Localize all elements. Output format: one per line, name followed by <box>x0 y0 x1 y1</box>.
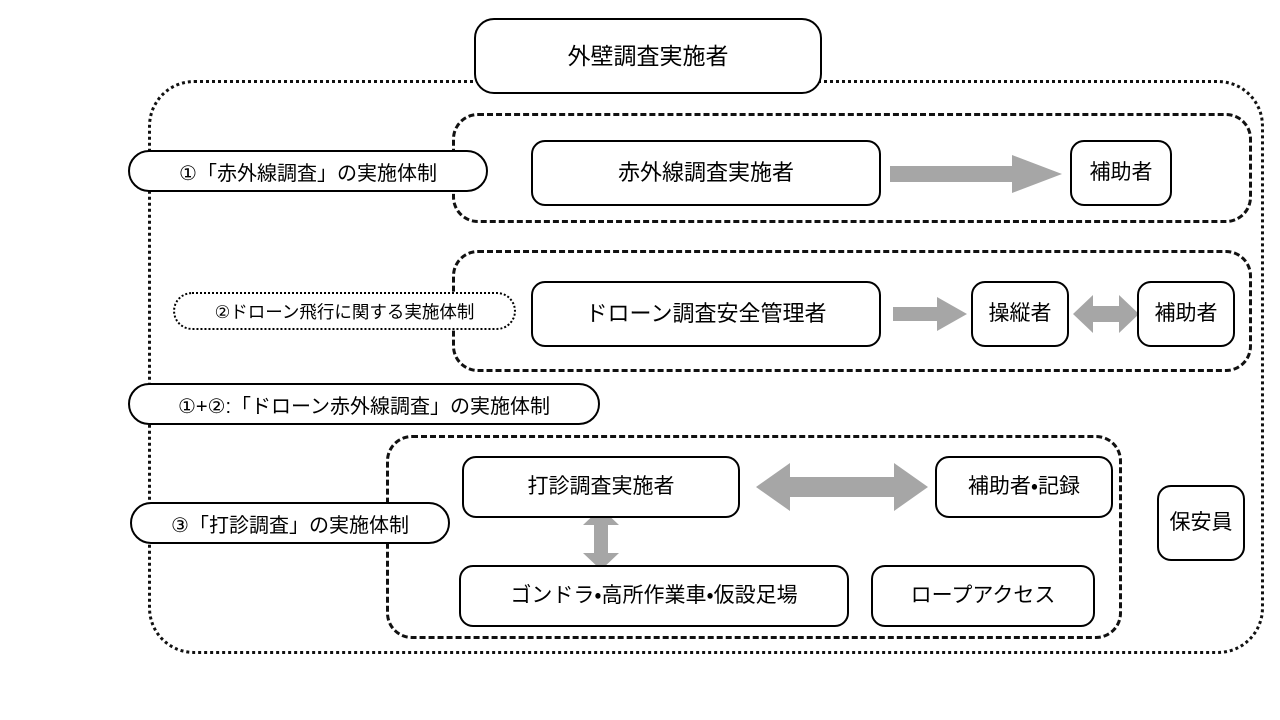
section-3-pill-text: ③「打診調査」の実施体制 <box>171 514 409 537</box>
arrow-manager-to-pilot-icon <box>893 297 967 331</box>
node-security-guard: 保安員 <box>1157 485 1245 561</box>
section-1-pill-label: ①「赤外線調査」の実施体制 <box>128 150 488 192</box>
title-box-outer-wall-inspector: 外壁調査実施者 <box>474 18 822 94</box>
node-infrared-inspector-label: 赤外線調査実施者 <box>617 160 794 186</box>
section-1-pill-text: ①「赤外線調査」の実施体制 <box>179 162 437 185</box>
title-box-label: 外壁調査実施者 <box>567 42 729 69</box>
node-pilot-label: 操縦者 <box>988 301 1052 325</box>
node-assistant-section1-label: 補助者 <box>1089 160 1153 184</box>
node-assistant-section2: 補助者 <box>1137 281 1235 347</box>
node-drone-safety-manager: ドローン調査安全管理者 <box>531 281 881 347</box>
node-percussion-inspector-label: 打診調査実施者 <box>527 474 675 498</box>
section-combined-pill-label: ①+②:「ドローン赤外線調査」の実施体制 <box>128 383 600 425</box>
node-drone-safety-manager-label: ドローン調査安全管理者 <box>585 301 827 327</box>
node-pilot: 操縦者 <box>971 281 1069 347</box>
node-assistant-recorder-label: 補助者・記録 <box>967 474 1081 498</box>
arrow-pilot-assistant-icon <box>1073 295 1139 333</box>
section-3-pill-label: ③「打診調査」の実施体制 <box>130 502 450 544</box>
node-infrared-inspector: 赤外線調査実施者 <box>531 140 881 206</box>
section-2-pill-text: ②ドローン飛行に関する実施体制 <box>214 301 475 322</box>
section-combined-pill-text: ①+②:「ドローン赤外線調査」の実施体制 <box>177 395 551 418</box>
node-gondola-lift-scaffold-label: ゴンドラ・高所作業車・仮設足場 <box>510 583 798 607</box>
node-rope-access: ロープアクセス <box>871 565 1095 627</box>
node-assistant-section1: 補助者 <box>1070 140 1172 206</box>
node-gondola-lift-scaffold: ゴンドラ・高所作業車・仮設足場 <box>459 565 849 627</box>
node-security-guard-label: 保安員 <box>1169 510 1233 534</box>
node-assistant-section2-label: 補助者 <box>1154 301 1218 325</box>
node-assistant-recorder: 補助者・記録 <box>935 456 1113 518</box>
section-2-pill-label: ②ドローン飛行に関する実施体制 <box>173 292 516 330</box>
node-percussion-inspector: 打診調査実施者 <box>462 456 740 518</box>
node-rope-access-label: ロープアクセス <box>910 583 1056 607</box>
arrow-percussion-gondola-icon <box>583 508 619 570</box>
arrow-percussion-assistant-icon <box>756 463 928 511</box>
arrow-infrared-to-assistant-icon <box>890 155 1062 193</box>
